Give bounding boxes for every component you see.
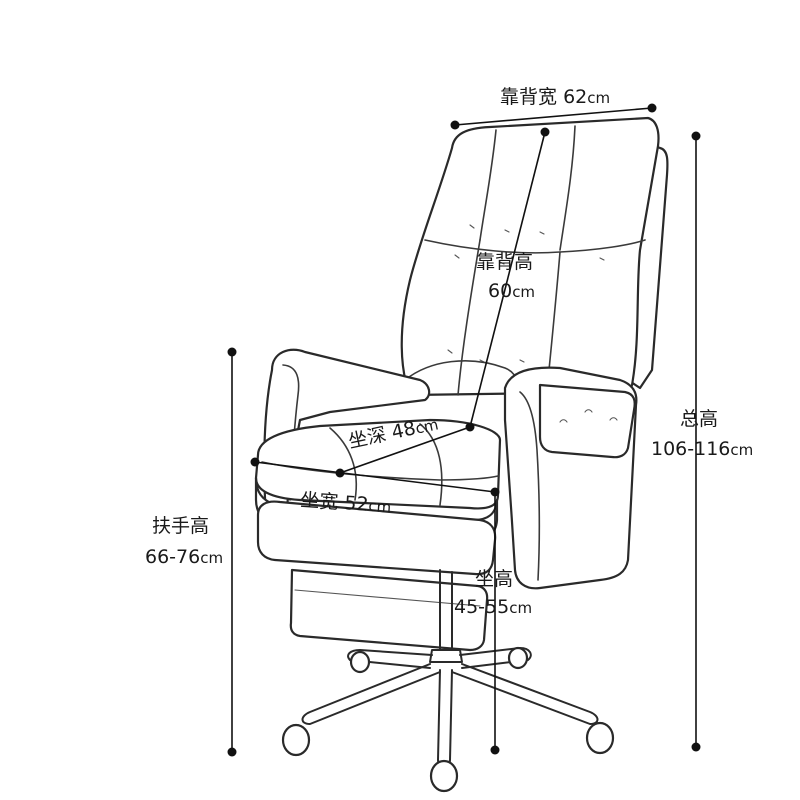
label-back-height-name: 靠背高: [476, 251, 533, 273]
label-seat-height-name: 坐高: [475, 568, 513, 590]
label-total-height-name: 总高: [680, 408, 718, 430]
office-chair-illustration: [254, 116, 669, 793]
casters: [281, 646, 615, 793]
seat-cushion: [254, 418, 502, 510]
dimension-labels: 靠背宽 62cm 靠背高 60cm 坐深 48cm 坐宽 52cm 扶手高 66…: [145, 86, 753, 618]
gas-lift: [439, 569, 453, 651]
footrest-top: [256, 500, 497, 576]
label-seat-width: 坐宽 52cm: [300, 489, 392, 517]
label-back-width: 靠背宽 62cm: [500, 86, 610, 108]
footrest-lower: [289, 568, 489, 652]
label-back-height-value: 60cm: [488, 280, 535, 302]
label-total-height-value: 106-116cm: [651, 438, 753, 460]
dimension-lines: [227, 103, 701, 757]
label-armrest-height-name: 扶手高: [152, 515, 209, 537]
star-base: [301, 647, 599, 767]
label-armrest-height-value: 66-76cm: [145, 546, 223, 568]
label-seat-height-value: 45-55cm: [454, 596, 532, 618]
